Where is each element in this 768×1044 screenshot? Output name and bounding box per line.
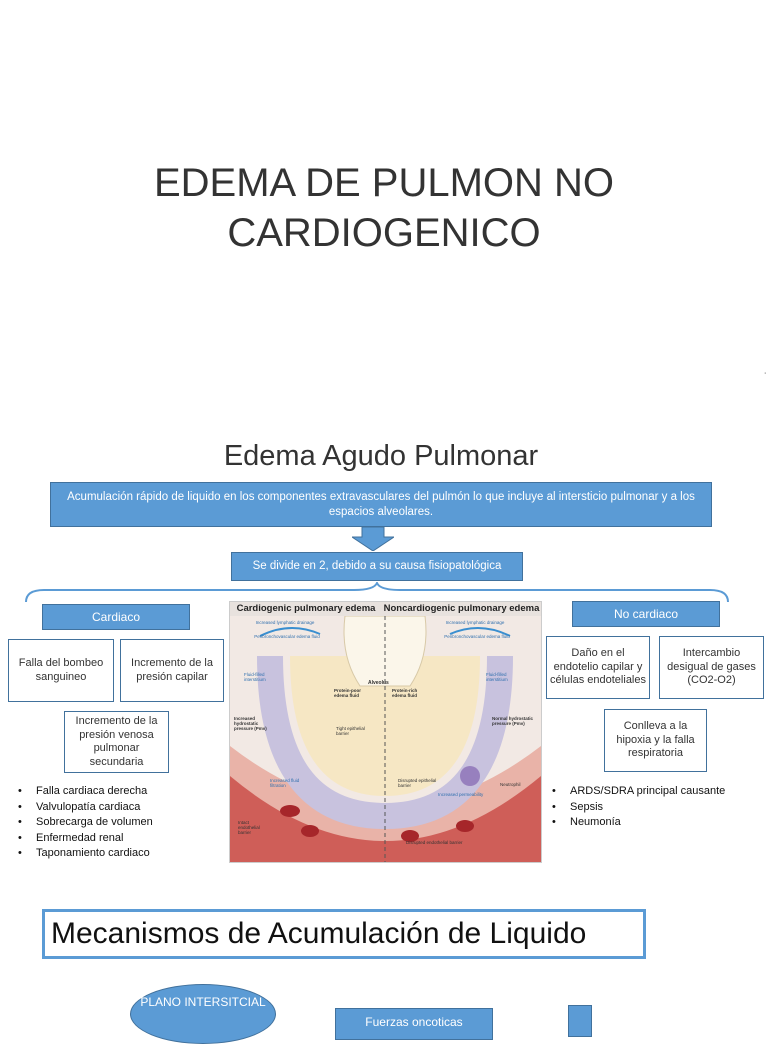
mechanisms-title: Mecanismos de Acumulación de Liquido [42,909,646,959]
pulmonary-edema-figure: Cardiogenic pulmonary edema Noncardiogen… [229,601,542,863]
figure-label: Alveolus [368,680,389,686]
cardiaco-box-3: Incremento de la presión venosa pulmonar… [64,711,169,773]
oncotic-forces-box: Fuerzas oncoticas [335,1008,493,1040]
figure-label: Normal hydrostatic pressure (Pmv) [492,716,534,726]
figure-title-cardiogenic: Cardiogenic pulmonary edema [230,602,382,616]
figure-label: Tight epithelial barrier [336,726,365,736]
figure-label: Protein-poor edema fluid [334,688,361,698]
figure-label: Increased lymphatic drainage [445,620,505,625]
no-cardiaco-box-1: Daño en el endotelio capilar y células e… [546,636,650,699]
cardiaco-causes-list: Falla cardiaca derecha Valvulopatía card… [16,784,226,862]
figure-label: Increased permeability [438,792,484,797]
cardiaco-box-2: Incremento de la presión capilar [120,639,224,702]
list-item: Neumonía [550,815,760,831]
cardiaco-label: Cardiaco [42,604,190,630]
list-item: ARDS/SDRA principal causante [550,784,760,800]
figure-label: Disrupted epithelial barrier [398,778,437,788]
figure-label: Protein-rich edema fluid [392,688,418,698]
figure-label: Disrupted endothelial barrier [406,840,463,845]
section-title: Edema Agudo Pulmonar [223,440,539,472]
partial-box [568,1005,592,1037]
list-item: Valvulopatía cardiaca [16,800,226,816]
slide-title-line2: CARDIOGENICO [227,211,541,255]
divide-box: Se divide en 2, debido a su causa fisiop… [231,552,523,581]
slide-edge-mark: ˙ [764,372,768,383]
curly-brace-icon [25,582,729,603]
figure-label: Peribronchovascular edema fluid [254,634,320,639]
slide-title-line1: EDEMA DE PULMON NO [153,161,615,205]
list-item: Sobrecarga de volumen [16,815,226,831]
no-cardiaco-label: No cardiaco [572,601,720,627]
figure-label: Fluid-filled interstitium [244,672,266,682]
list-item: Enfermedad renal [16,831,226,847]
figure-title-noncardiogenic: Noncardiogenic pulmonary edema [382,602,541,616]
figure-label: Increased hydrostatic pressure (Pmv) [234,716,267,731]
no-cardiaco-causes-list: ARDS/SDRA principal causante Sepsis Neum… [550,784,760,831]
list-item: Taponamiento cardiaco [16,846,226,862]
figure-label: Increased fluid filtration [270,778,300,788]
down-arrow-icon [352,527,394,551]
cardiaco-box-1: Falla del bombeo sanguineo [8,639,114,702]
slide-title: EDEMA DE PULMON NO CARDIOGENICO [0,158,768,258]
figure-label: Intact endothelial barrier [238,820,260,835]
alveolus-illustration [230,616,541,862]
list-item: Falla cardiaca derecha [16,784,226,800]
figure-label: Neutrophil [500,782,521,787]
figure-label: Fluid-filled interstitium [486,672,508,682]
figure-label: Peribronchovascular edema fluid [444,634,510,639]
no-cardiaco-box-3: Conlleva a la hipoxia y la falla respira… [604,709,707,772]
figure-label: Increased lymphatic drainage [255,620,315,625]
no-cardiaco-box-2: Intercambio desigual de gases (CO2-O2) [659,636,764,699]
list-item: Sepsis [550,800,760,816]
definition-box: Acumulación rápido de liquido en los com… [50,482,712,527]
interstitial-plane-oval: PLANO INTERSITCIAL [130,984,276,1044]
